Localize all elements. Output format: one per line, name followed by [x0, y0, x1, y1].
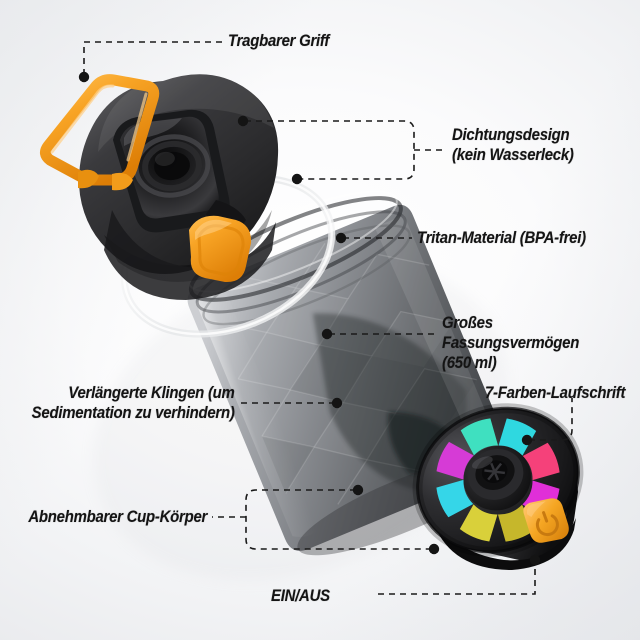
label-verlaengerte-klingen: Verlängerte Klingen (um Sedimentation zu…	[32, 383, 235, 423]
leader-dots	[78, 71, 541, 566]
label-line: 7-Farben-Laufschrift	[485, 383, 626, 402]
leader-path-cup-bracket	[245, 489, 432, 550]
label-7-farben-laufschrift: 7-Farben-Laufschrift	[485, 383, 625, 403]
drive-coupler-hub	[463, 445, 531, 511]
led-segment	[498, 418, 537, 456]
carry-handle-highlight	[50, 84, 148, 162]
leader-path-tragbarer-griff	[83, 41, 222, 75]
label-line: Verlängerte Klingen (um	[68, 383, 236, 402]
led-segment	[436, 441, 474, 480]
label-dichtungsdesign: Dichtungsdesign (kein Wasserleck)	[452, 125, 574, 165]
led-segment	[460, 418, 499, 456]
leader-dot-dichtungsdesign-b	[291, 173, 303, 185]
leader-dot-tritan	[335, 232, 347, 244]
label-line: EIN/AUS	[271, 586, 330, 605]
base-top-outline	[416, 406, 580, 554]
handle-loop	[39, 74, 160, 186]
led-color-ring	[436, 418, 560, 542]
cap-latch	[189, 215, 252, 283]
leader-dot-fassungsvermoegen	[321, 328, 333, 340]
label-abnehmbarer-cup-koerper: Abnehmbarer Cup-Körper	[28, 507, 207, 527]
leader-dot-verlaengerte-klingen	[331, 397, 343, 409]
leader-path-7-farben	[529, 398, 573, 441]
bottle-highlight-right	[374, 214, 504, 465]
leader-dot-ein-aus	[529, 554, 541, 566]
bottle-highlight-left	[196, 289, 323, 537]
leader-dot-7-farben	[521, 434, 533, 446]
label-line: Tritan-Material (BPA-frei)	[417, 228, 586, 247]
led-segment	[522, 442, 560, 481]
label-grosses-fassungsvermoegen: Großes Fassungsvermögen (650 ml)	[442, 313, 616, 373]
led-segment	[436, 479, 474, 518]
latch-sheen	[195, 219, 232, 240]
label-ein-aus: EIN/AUS	[271, 586, 330, 606]
base-bottom-edge	[432, 500, 576, 570]
leader-dot-cup-b	[428, 543, 440, 555]
leader-dot-tragbarer-griff	[78, 71, 90, 83]
carry-handle	[39, 74, 160, 186]
handle-anchor-right	[112, 172, 133, 191]
label-line: Sedimentation zu verhindern)	[32, 403, 235, 423]
label-line: (650 ml)	[442, 353, 497, 373]
cap-assembly	[39, 74, 279, 300]
power-button[interactable]	[520, 493, 573, 549]
power-button-sheen	[526, 501, 546, 518]
label-line: (kein Wasserleck)	[452, 145, 574, 165]
handle-anchor-left	[78, 169, 99, 189]
leader-dot-cup-a	[352, 484, 364, 496]
label-tritan-material: Tritan-Material (BPA-frei)	[417, 228, 586, 248]
coupler-splines	[484, 462, 505, 481]
motor-base	[412, 403, 584, 570]
leader-path-dichtungsdesign-bracket	[245, 120, 415, 180]
leader-path-ein-aus	[376, 558, 536, 595]
leader-dot-dichtungsdesign-a	[237, 115, 249, 127]
label-tragbarer-griff: Tragbarer Griff	[228, 31, 329, 51]
cap-top-sheen	[98, 74, 274, 152]
base-top-face	[412, 403, 584, 557]
label-line: Großes Fassungsvermögen	[442, 313, 580, 353]
label-line: Dichtungsdesign	[452, 125, 570, 144]
power-icon	[535, 511, 559, 537]
label-line: Abnehmbarer Cup-Körper	[28, 507, 207, 526]
label-line: Tragbarer Griff	[228, 31, 330, 50]
led-segment	[459, 504, 498, 542]
